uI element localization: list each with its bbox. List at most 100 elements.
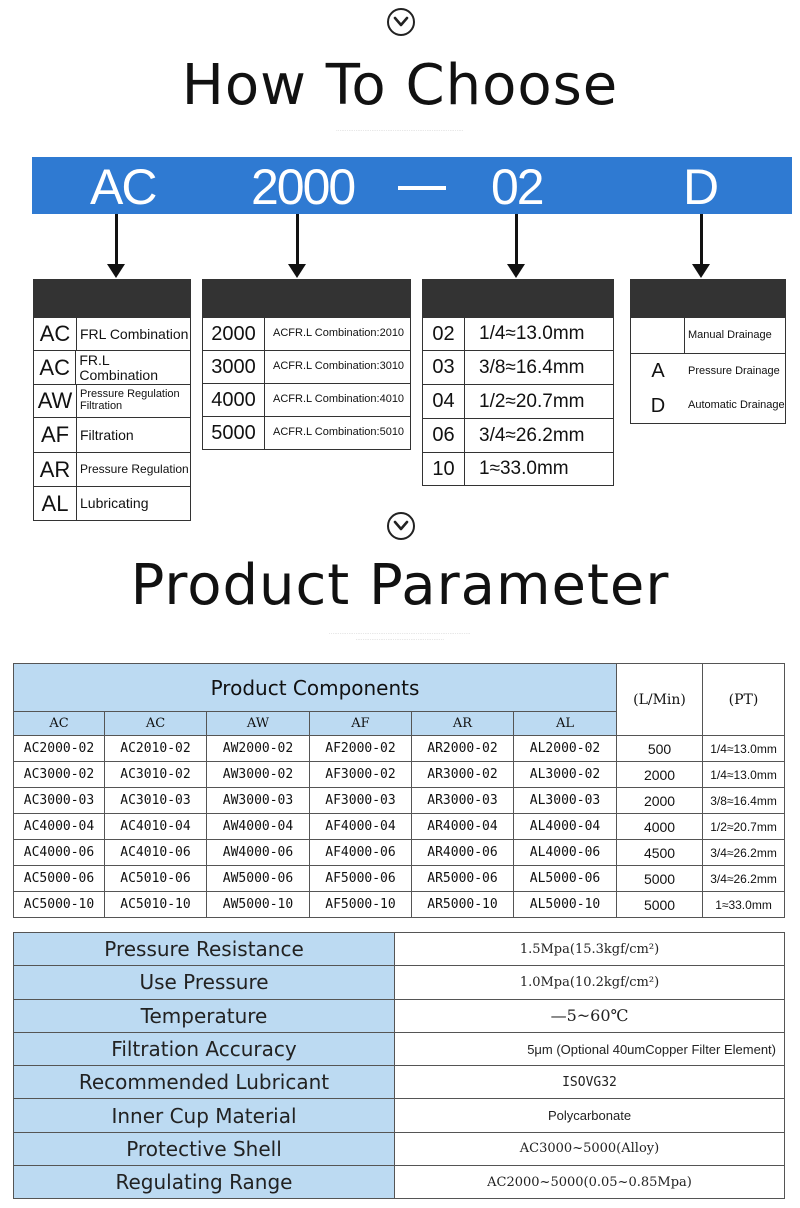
model-cell: AC4000-06 — [13, 839, 105, 866]
port-box-header — [423, 280, 613, 317]
arrow-head-series — [107, 264, 125, 278]
model-cell: AR3000-02 — [411, 761, 514, 788]
drain-desc: Manual Drainage — [688, 328, 772, 341]
model-cell: AF3000-03 — [309, 787, 412, 814]
spec-label: Filtration Accuracy — [13, 1031, 395, 1067]
type-code: AW — [34, 385, 77, 417]
model-cell: AF2000-02 — [309, 735, 412, 762]
type-code: AL — [34, 487, 77, 520]
drain-row: Manual Drainage — [631, 317, 785, 353]
model-cell: AR4000-06 — [411, 839, 514, 866]
size-code: 4000 — [203, 384, 265, 416]
model-cell: AF4000-06 — [309, 839, 412, 866]
chevron-down-circle-icon — [387, 8, 415, 36]
model-cell: AW3000-02 — [206, 761, 310, 788]
how-to-choose-title: How To Choose — [181, 53, 619, 118]
arrow-head-drain — [692, 264, 710, 278]
spec-value: AC3000~5000(Alloy) — [394, 1131, 785, 1167]
spec-value: 5μm (Optional 40umCopper Filter Element) — [394, 1031, 785, 1067]
table-row: AC2000-02 AC2010-02 AW2000-02 AF2000-02 … — [13, 735, 786, 762]
type-box-header — [34, 280, 190, 317]
pt-cell: 1/4≈13.0mm — [702, 735, 786, 762]
flow-cell: 5000 — [616, 865, 704, 892]
size-box-header — [203, 280, 410, 317]
model-code-bar: AC 2000 02 D — [32, 157, 792, 215]
flow-cell: 2000 — [616, 787, 704, 814]
port-code: 04 — [423, 385, 465, 418]
model-cell: AR3000-03 — [411, 787, 514, 814]
model-cell: AC2010-02 — [104, 735, 207, 762]
table-row: AC4000-06 AC4010-06 AW4000-06 AF4000-06 … — [13, 839, 786, 866]
code-part-series: AC — [90, 159, 157, 215]
spec-value: —5~60℃ — [394, 998, 785, 1033]
column-header: AL — [512, 711, 618, 736]
decorative-fine-print: ········································… — [329, 631, 471, 642]
model-cell: AC5010-10 — [104, 891, 207, 918]
size-desc: ACFR.L Combination:3010 — [273, 360, 405, 373]
port-code: 06 — [423, 419, 465, 452]
port-code: 02 — [423, 318, 465, 350]
flow-cell: 500 — [616, 735, 704, 762]
drain-desc: Automatic Drainage — [688, 399, 785, 412]
code-part-port: 02 — [491, 159, 545, 215]
drain-code — [631, 318, 685, 353]
port-desc: 1/2≈20.7mm — [479, 390, 585, 412]
model-cell: AC5010-06 — [104, 865, 207, 892]
chevron-down-circle-icon — [387, 512, 415, 540]
column-header: AR — [411, 711, 514, 736]
flow-cell: 2000 — [616, 761, 704, 788]
product-parameter-title: Product Parameter — [130, 553, 670, 618]
code-part-size: 2000 — [251, 159, 356, 215]
model-cell: AC4010-04 — [104, 813, 207, 840]
port-row: 02 1/4≈13.0mm — [423, 317, 613, 350]
column-header: AW — [206, 711, 310, 736]
model-cell: AC4010-06 — [104, 839, 207, 866]
pt-cell: 3/4≈26.2mm — [702, 865, 786, 892]
drain-box-header — [631, 280, 785, 317]
table-row: AC5000-06 AC5010-06 AW5000-06 AF5000-06 … — [13, 865, 786, 892]
type-desc: FR.L Combination — [79, 351, 158, 383]
model-cell: AL3000-02 — [512, 761, 618, 788]
code-dash — [398, 186, 446, 190]
pt-cell: 3/4≈26.2mm — [702, 839, 786, 866]
model-cell: AW4000-06 — [206, 839, 310, 866]
model-cell: AR5000-06 — [411, 865, 514, 892]
size-code: 2000 — [203, 318, 265, 350]
pt-cell: 1/2≈20.7mm — [702, 813, 786, 840]
model-cell: AW3000-03 — [206, 787, 310, 814]
size-desc: ACFR.L Combination:4010 — [273, 393, 405, 406]
model-cell: AL2000-02 — [512, 735, 618, 762]
type-desc: Pressure Regulation Filtration — [80, 388, 180, 412]
model-cell: AL4000-06 — [512, 839, 618, 866]
port-code: 10 — [423, 453, 465, 485]
spec-label: Use Pressure — [13, 965, 395, 1000]
model-cell: AF5000-06 — [309, 865, 412, 892]
model-cell: AL5000-06 — [512, 865, 618, 892]
model-cell: AL3000-03 — [512, 787, 618, 814]
arrow-line-port — [515, 214, 518, 266]
port-desc: 1/4≈13.0mm — [479, 323, 585, 345]
flow-header: (L/Min) — [616, 663, 704, 736]
model-cell: AF4000-04 — [309, 813, 412, 840]
spec-value: 1.0Mpa(10.2kgf/cm²) — [394, 965, 785, 1000]
column-header: AC — [104, 711, 207, 736]
flow-cell: 4000 — [616, 813, 704, 840]
pt-cell: 1/4≈13.0mm — [702, 761, 786, 788]
table-row: AC3000-03 AC3010-03 AW3000-03 AF3000-03 … — [13, 787, 786, 814]
drain-desc: Pressure Drainage — [688, 364, 780, 377]
drain-code: A — [651, 360, 665, 382]
flow-cell: 4500 — [616, 839, 704, 866]
spec-label: Inner Cup Material — [13, 1098, 395, 1133]
model-cell: AW5000-10 — [206, 891, 310, 918]
